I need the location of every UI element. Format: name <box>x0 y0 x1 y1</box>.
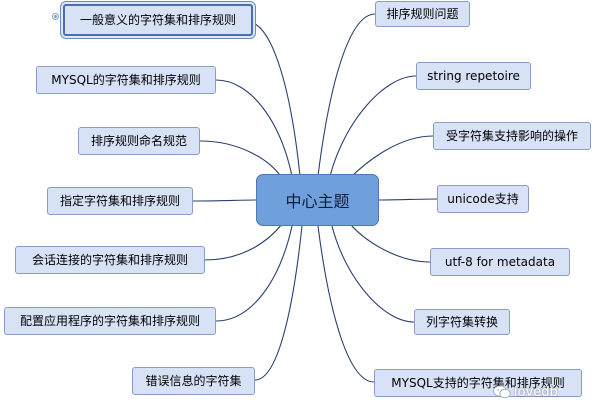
connector-left-3 <box>199 140 283 179</box>
connector-left-2 <box>215 79 293 177</box>
left-node-7[interactable]: 错误信息的字符集 <box>132 367 255 395</box>
left-node-3[interactable]: 排序规则命名规范 <box>78 127 200 155</box>
right-node-1[interactable]: 排序规则问题 <box>375 1 470 27</box>
right-node-3[interactable]: 受字符集支持影响的操作 <box>433 122 591 150</box>
right-node-7[interactable]: MYSQL支持的字符集和排序规则 <box>374 369 582 397</box>
left-node-6[interactable]: 配置应用程序的字符集和排序规则 <box>4 307 216 335</box>
left-node-4[interactable]: 指定字符集和排序规则 <box>47 187 193 215</box>
left-node-1[interactable]: 一般意义的字符集和排序规则 <box>63 4 253 36</box>
right-node-2[interactable]: string repetoire <box>416 62 531 90</box>
expand-toggle-icon[interactable] <box>52 13 59 20</box>
connector-right-7 <box>317 225 375 383</box>
connector-left-5 <box>204 223 283 261</box>
right-node-5[interactable]: utf-8 for metadata <box>430 248 570 276</box>
connector-left-7 <box>254 225 303 381</box>
connector-right-6 <box>331 225 415 323</box>
connector-left-4 <box>192 199 257 202</box>
connector-left-1 <box>247 21 301 177</box>
left-node-2[interactable]: MYSQL的字符集和排序规则 <box>36 66 216 94</box>
connector-left-6 <box>215 225 293 322</box>
connector-right-1 <box>317 13 376 177</box>
left-node-5[interactable]: 会话连接的字符集和排序规则 <box>15 246 205 274</box>
right-node-4[interactable]: unicode支持 <box>437 185 529 213</box>
connector-right-4 <box>378 198 438 201</box>
connector-right-3 <box>349 135 434 179</box>
right-node-6[interactable]: 列字符集转换 <box>414 309 510 335</box>
connector-right-5 <box>349 223 431 263</box>
watermark: lovedb <box>493 380 593 404</box>
wechat-icon <box>493 385 511 399</box>
central-topic[interactable]: 中心主题 <box>256 174 379 226</box>
connector-right-2 <box>329 75 417 177</box>
watermark-text: lovedb <box>514 384 558 400</box>
